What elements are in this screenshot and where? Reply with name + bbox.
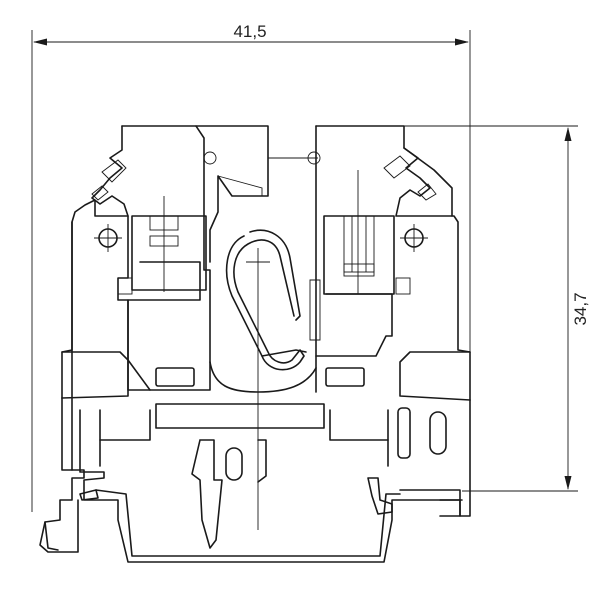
right-oval-slot: [429, 411, 447, 455]
center-foot: [191, 439, 223, 549]
center-crossbar: [155, 403, 325, 429]
left-serration-inner: [101, 159, 127, 183]
center-divider: [195, 125, 269, 263]
height-dimension: 34,7: [318, 125, 590, 492]
left-foot-clip: [44, 521, 59, 551]
terminal-block-body: [39, 125, 471, 563]
right-serration-inner: [383, 155, 411, 179]
left-lower-clip: [79, 489, 99, 501]
right-clamp-nut: [343, 263, 375, 277]
right-clamp-frame: [323, 215, 395, 295]
right-clamp-body: [315, 293, 393, 357]
center-oval-slot: [225, 447, 243, 481]
center-spring: [225, 229, 307, 530]
lower-inner-frame-2: [95, 489, 401, 557]
lower-frame: [61, 351, 471, 563]
lower-right-shoulder: [399, 351, 471, 401]
right-housing-outline: [315, 125, 471, 401]
right-serration-inner-2: [417, 183, 437, 201]
width-label: 41,5: [233, 22, 266, 41]
right-clamp-screw: [343, 215, 375, 273]
right-clamp-tab: [395, 277, 411, 295]
width-arrow-right: [455, 38, 469, 46]
top-right-pin: [307, 151, 321, 165]
height-arrow-bottom: [564, 476, 572, 490]
width-dimension: 41,5: [31, 22, 471, 512]
right-serration-outer: [403, 147, 453, 217]
left-clamp: [117, 196, 207, 391]
left-serration: [91, 125, 129, 217]
left-window: [155, 367, 195, 387]
center-bar-connect: [99, 409, 389, 441]
right-clamp: [309, 170, 411, 357]
right-slot-2: [397, 407, 411, 459]
left-outer-wall: [39, 221, 85, 553]
spring-contact: [261, 349, 307, 357]
spring-outer: [225, 235, 305, 371]
left-clamp-tab: [117, 277, 133, 295]
left-clamp-frame: [131, 215, 207, 291]
center-foot-right: [257, 439, 267, 483]
left-serration-inner-2: [91, 185, 109, 201]
right-end-clip: [439, 499, 461, 517]
lower-inner-frame: [79, 409, 463, 563]
center-divider-notch: [217, 175, 263, 196]
top-left-pin: [203, 151, 217, 165]
spring-inner: [249, 229, 301, 321]
lower-left-shoulder: [61, 351, 129, 399]
upper-holes: [94, 151, 428, 252]
center-sweep: [209, 361, 317, 393]
right-foot-clip: [367, 477, 393, 515]
height-arrow-top: [564, 127, 572, 141]
width-arrow-left: [33, 38, 47, 46]
lower-left-pillar: [99, 439, 389, 467]
height-label: 34,7: [571, 292, 590, 325]
right-clamp-rail: [309, 279, 321, 341]
left-clamp-body: [127, 261, 201, 391]
right-window: [325, 367, 365, 387]
